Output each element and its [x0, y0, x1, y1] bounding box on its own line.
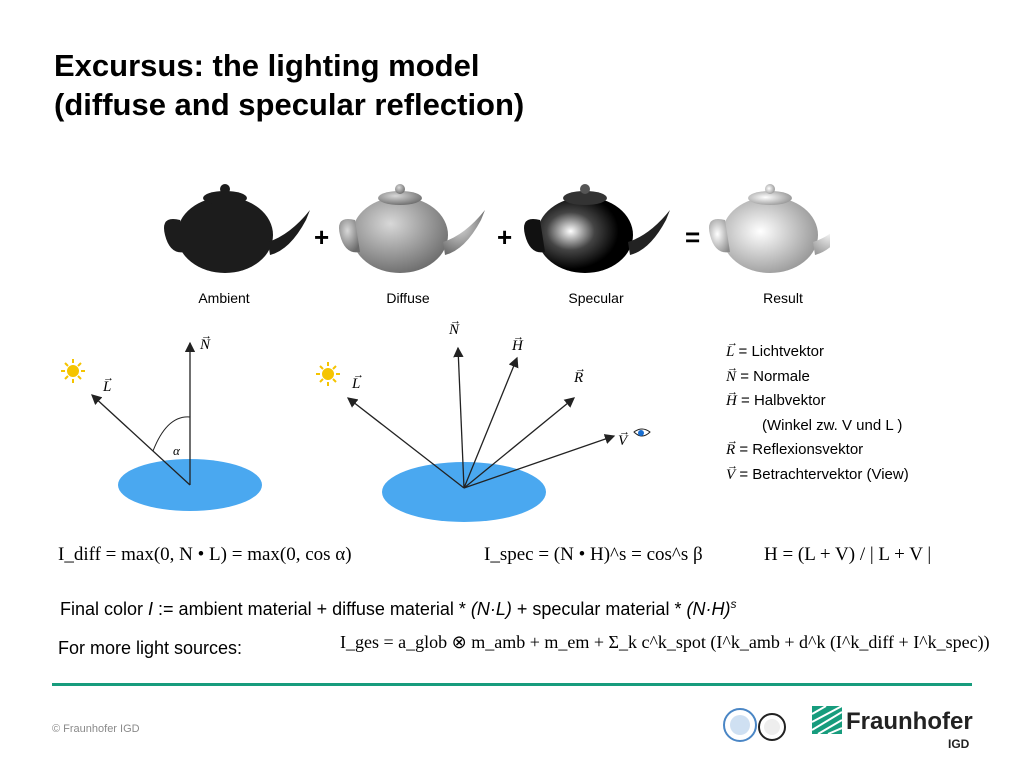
vector-legend: L = Lichtvektor N = Normale H = Halbvekt… — [726, 331, 909, 488]
operator-plus-2: + — [497, 222, 513, 252]
label-alpha: α — [173, 443, 181, 458]
label-V: V — [618, 433, 629, 449]
label-diffuse: Diffuse — [386, 290, 430, 306]
light-arrow — [91, 394, 191, 486]
legend-symbol: V — [726, 454, 738, 488]
legend-row: V = Betrachtervektor (View) — [726, 454, 909, 488]
svg-text:→: → — [353, 369, 364, 381]
normal-arrow — [453, 346, 465, 489]
teapot-diffuse — [339, 184, 485, 273]
title-line-2: (diffuse and specular reflection) — [54, 87, 525, 122]
more-lights-label: For more light sources: — [58, 638, 243, 658]
teapot-specular — [524, 184, 670, 273]
legend-text: (Winkel zw. V und L ) — [762, 416, 903, 434]
copyright: © Fraunhofer IGD — [52, 723, 140, 735]
label-H: H — [511, 338, 524, 354]
legend-text: = Lichtvektor — [738, 343, 824, 360]
svg-text:→: → — [103, 372, 114, 384]
sun-icon — [316, 362, 340, 386]
legend-symbol: L — [726, 331, 739, 365]
formula-i-diff: I_diff = max(0, N • L) = max(0, cos α) — [58, 544, 352, 565]
operator-plus-1: + — [314, 222, 330, 252]
legend-text: = Betrachtervektor (View) — [739, 465, 909, 483]
final-color-nh: (N·H) — [686, 599, 731, 619]
halfway-arrow — [463, 356, 519, 489]
final-color-var: I — [148, 599, 154, 619]
light-arrow — [346, 397, 465, 489]
final-color-plus: + specular material * — [511, 599, 687, 619]
label-ambient: Ambient — [198, 290, 250, 306]
certification-seal-icon — [723, 708, 786, 742]
label-R: R — [573, 370, 583, 386]
legend-row: (Winkel zw. V und L ) — [726, 414, 909, 439]
final-color-middle: := ambient material + diffuse material * — [153, 599, 471, 619]
operator-equals: = — [685, 222, 701, 252]
formula-h-def: H = (L + V) / | L + V | — [764, 544, 932, 565]
diffuse-diagram: N → L → α — [61, 330, 262, 511]
title-line-1: Excursus: the lighting model — [54, 48, 480, 83]
svg-text:→: → — [575, 363, 586, 375]
final-color-exp: s — [730, 597, 737, 611]
svg-text:→: → — [450, 318, 461, 327]
formula-i-spec: I_spec = (N • H)^s = cos^s β — [484, 544, 703, 565]
legend-text: = Normale — [740, 367, 810, 385]
svg-text:→: → — [513, 331, 524, 343]
footer-rule — [52, 683, 972, 686]
sun-icon — [61, 359, 85, 383]
final-color-nl: (N·L) — [470, 599, 512, 619]
surface-ellipse — [382, 462, 546, 522]
legend-symbol: R — [726, 429, 738, 463]
legend-symbol: H — [726, 380, 738, 414]
brand-name: Fraunhofer — [846, 708, 973, 735]
page-title: Excursus: the lighting model (diffuse an… — [54, 46, 524, 124]
legend-row: L = Lichtvektor — [726, 331, 909, 365]
label-N: N — [199, 337, 211, 353]
legend-symbol: N — [726, 356, 738, 390]
specular-diagram: N → H → R → V → L → — [316, 318, 651, 522]
legend-row: N = Normale — [726, 356, 909, 390]
view-arrow — [463, 434, 616, 489]
legend-row: H = Halbvektor — [726, 380, 909, 414]
svg-text:→: → — [619, 426, 630, 438]
eye-icon — [633, 428, 651, 437]
label-N: N — [448, 322, 460, 338]
reflect-arrow — [463, 397, 576, 489]
final-color-line: Final color I := ambient material + diff… — [60, 597, 736, 620]
angle-arc — [152, 416, 191, 452]
teapot-ambient — [164, 184, 310, 273]
label-L: L — [102, 379, 111, 395]
label-specular: Specular — [568, 290, 624, 306]
teapot-row — [164, 184, 830, 273]
fraunhofer-logo-icon — [812, 706, 842, 734]
formula-i-ges: I_ges = a_glob ⊗ m_amb + m_em + Σ_k c^k_… — [340, 632, 990, 652]
legend-text: = Reflexionsvektor — [739, 441, 864, 458]
svg-text:→: → — [201, 330, 212, 342]
teapot-result — [709, 184, 830, 273]
final-color-prefix: Final color — [60, 599, 149, 619]
brand-sub: IGD — [948, 737, 970, 751]
legend-row: R = Reflexionsvektor — [726, 429, 909, 463]
legend-text: = Halbvektor — [741, 392, 826, 409]
label-L: L — [351, 376, 360, 392]
label-result: Result — [763, 290, 803, 306]
